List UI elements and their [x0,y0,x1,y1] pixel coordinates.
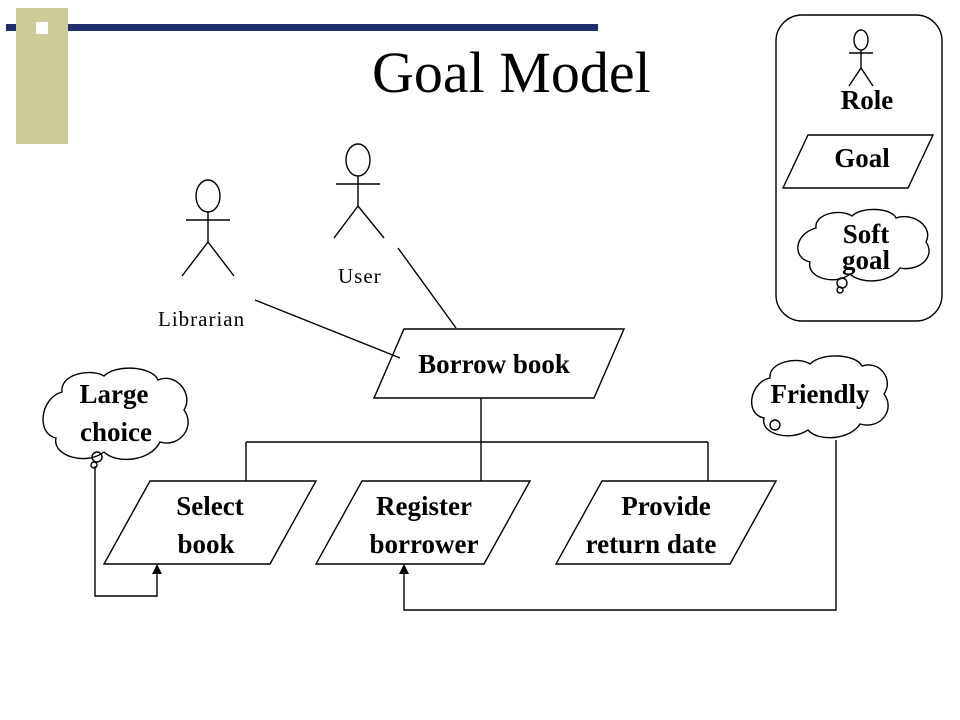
large-choice-softgoal [42,367,189,461]
provide-return-date-label-line1: Provide [621,491,711,521]
select-book-goal [102,480,318,565]
provide-return-date-label-line2: return date [585,529,717,559]
title-accent-gap [36,22,48,34]
title-accent-bar-overlay-2 [68,24,598,31]
slide-title: Goal Model [372,40,651,105]
legend-role-label: Role [840,85,894,115]
user-label: User [338,264,382,288]
legend-frame [775,14,943,322]
legend-softgoal-label-line1: Soft [842,219,890,249]
friendly-knot [769,419,781,431]
large-choice-label-line1: Large [79,379,149,409]
librarian-link [254,299,401,359]
legend-role-actor-icon [848,29,874,87]
select-book-label-line2: book [177,529,235,559]
user-actor-icon [333,143,385,239]
friendly-label: Friendly [770,379,870,409]
librarian-label: Librarian [158,307,246,331]
friendly-arrowhead [399,564,409,574]
friendly-softgoal [750,355,889,439]
register-borrower-label-line1: Register [376,491,472,521]
legend-softgoal-knot [836,277,848,289]
legend-goal-label: Goal [834,143,890,173]
librarian-actor-icon [181,179,235,277]
register-borrower-goal [314,480,532,565]
large-choice-to-select-book-link [94,466,158,597]
borrow-book-label: Borrow book [418,349,570,379]
friendly-to-register-borrower-link [403,440,837,611]
provide-return-date-goal [554,480,778,565]
large-choice-label-line2: choice [80,417,152,447]
legend-goal-shape [781,134,935,189]
legend-softgoal-shape [797,208,930,282]
user-link [397,247,457,329]
large-choice-knot-small [90,461,98,469]
borrow-book-goal [372,328,626,399]
title-accent-bar-overlay [6,24,16,31]
large-choice-knot [91,451,103,463]
register-borrower-label-line2: borrower [369,529,479,559]
select-book-label-line1: Select [176,491,244,521]
legend-softgoal-knot-small [836,286,844,294]
legend-softgoal-label-line2: goal [841,245,890,275]
large-choice-arrowhead [152,564,162,574]
